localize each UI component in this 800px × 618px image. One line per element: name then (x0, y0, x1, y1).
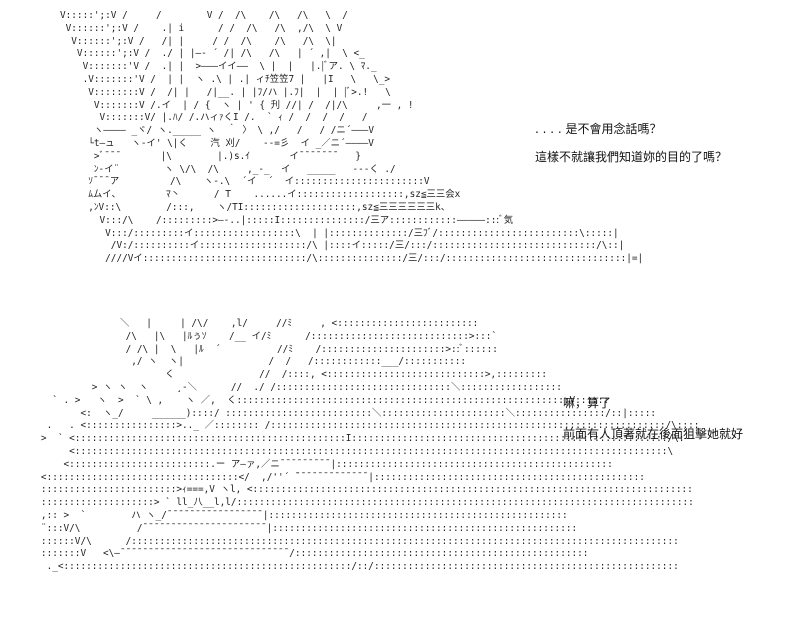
ascii-art-scene-bottom: ＼ | | /\/ ,l/ //ﾐ , <:::::::::::::::::::… (40, 318, 700, 573)
dialogue-caption-1: . . . . 是不會用念話嗎？ (535, 122, 662, 136)
dialogue-caption-3: 嘛，算了 (563, 396, 612, 410)
dialogue-caption-2: 這樣不就讓我們知道妳的目的了嗎？ (535, 150, 728, 164)
dialogue-caption-4: 前面有人頂著就在後面狙擊她就好 (563, 427, 744, 441)
ascii-art-scene-top: V:::::';:V / / V / /\ /\ /\ \ / V::::::'… (60, 10, 644, 265)
